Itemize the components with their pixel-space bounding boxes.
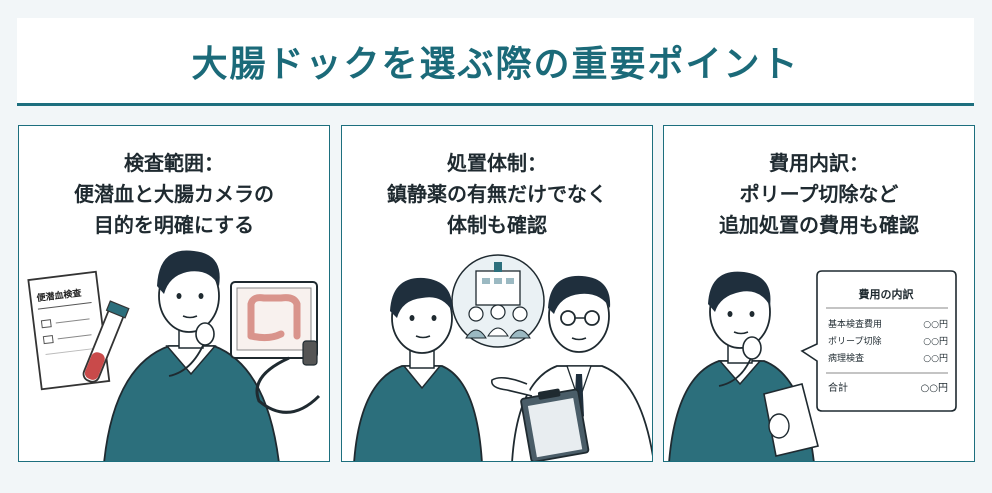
cost-item-label: ポリープ切除 [828, 335, 881, 347]
panel-illustration: 費用の内訳 基本検査費用 ○○円 ポリープ切除 ○○円 病理検査 ○○円 合計 … [668, 270, 957, 461]
cost-item-label: 病理検査 [828, 352, 864, 364]
heading-line-3: 体制も確認 [447, 213, 547, 237]
heading-line-3: 追加処置の費用も確認 [719, 213, 919, 237]
panel-heading: 処置体制： 鎮静薬の有無だけでなく 体制も確認 [342, 148, 652, 241]
heading-line-3: 目的を明確にする [93, 213, 255, 237]
cost-item-label: 基本検査費用 [828, 318, 882, 330]
colonoscopy-monitor-icon [230, 281, 321, 414]
panel-heading: 検査範囲： 便潜血と大腸カメラの 目的を明確にする [19, 148, 329, 241]
panel-treatment-system: 処置体制： 鎮静薬の有無だけでなく 体制も確認 [341, 125, 653, 462]
panel-heading: 費用内訳： ポリープ切除など 追加処置の費用も確認 [664, 148, 974, 241]
heading-line-1: 検査範囲： [124, 151, 224, 175]
heading-line-2: 便潜血と大腸カメラの [74, 182, 274, 206]
heading-line-1: 処置体制： [447, 151, 547, 175]
cost-item-value: ○○円 [923, 319, 948, 330]
cost-breakdown-bubble: 費用の内訳 基本検査費用 ○○円 ポリープ切除 ○○円 病理検査 ○○円 合計 … [800, 270, 957, 412]
doctor-illustration [491, 275, 652, 461]
test-tube-icon [82, 300, 130, 383]
man-reading-illustration [668, 271, 819, 461]
panel-exam-scope: 検査範囲： 便潜血と大腸カメラの 目的を明確にする 便潜血検査 [18, 125, 330, 462]
cost-item-value: ○○円 [923, 353, 948, 364]
clipboard-icon [520, 388, 590, 461]
heading-line-2: 鎮静薬の有無だけでなく [387, 182, 607, 206]
heading-line-1: 費用内訳： [769, 151, 869, 175]
page-title: 大腸ドックを選ぶ際の重要ポイント [191, 43, 800, 85]
man-thinking-illustration [103, 250, 280, 461]
panel-illustration: 便潜血検査 [27, 250, 321, 461]
total-value: ○○円 [921, 383, 948, 394]
patient-illustration [353, 277, 483, 461]
total-label: 合計 [828, 381, 848, 394]
hospital-staff-icon [451, 254, 545, 348]
cost-item-value: ○○円 [923, 336, 948, 347]
title-banner: 大腸ドックを選ぶ際の重要ポイント [17, 18, 974, 106]
heading-line-2: ポリープ切除など [739, 182, 899, 206]
bubble-title: 費用の内訳 [858, 287, 915, 301]
panel-cost-breakdown: 費用内訳： ポリープ切除など 追加処置の費用も確認 費用の内訳 基本検査費用 [663, 125, 975, 462]
panel-illustration [353, 254, 652, 461]
